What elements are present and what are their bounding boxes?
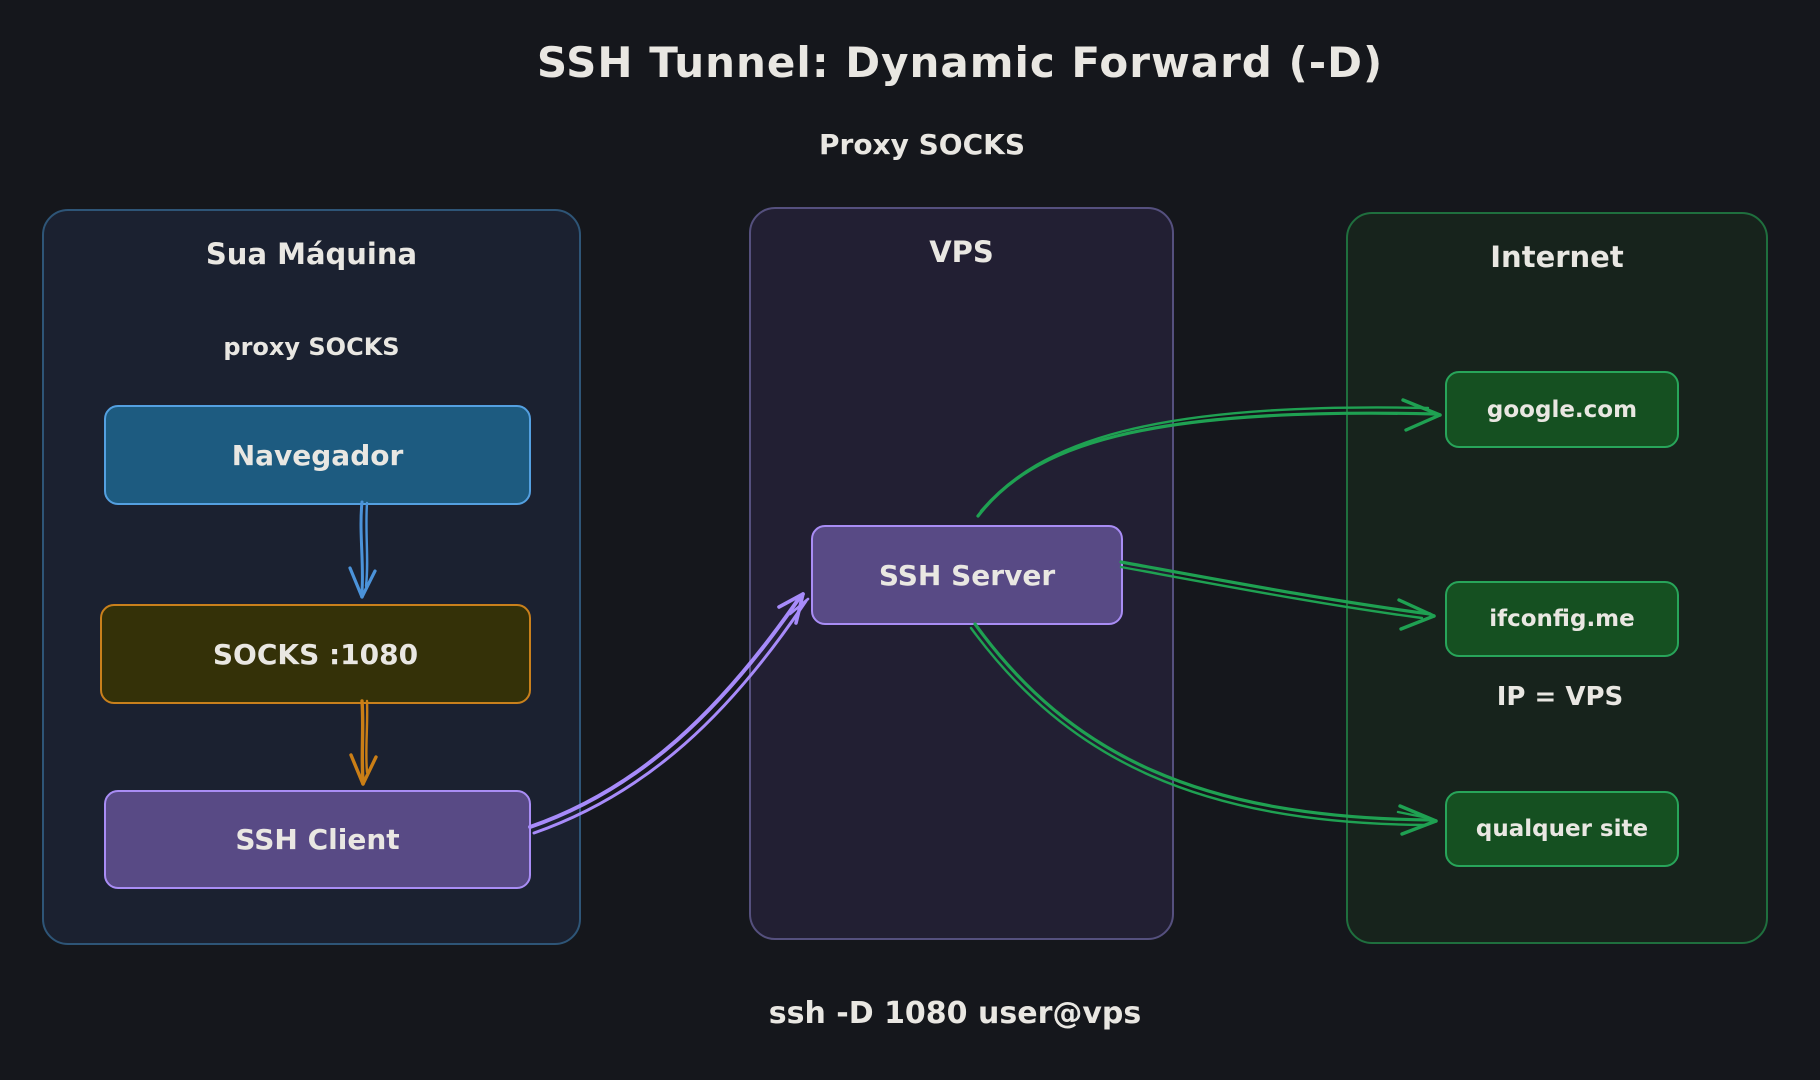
node-ssh-client-label: SSH Client (235, 823, 400, 856)
proxy-socks-sublabel: proxy SOCKS (223, 333, 400, 361)
node-navegador-label: Navegador (231, 438, 404, 472)
node-google: google.com (1445, 371, 1679, 448)
diagram-subtitle: Proxy SOCKS (818, 128, 1026, 161)
node-ssh-server-label: SSH Server (878, 558, 1056, 592)
node-qualquer-site-label: qualquer site (1475, 816, 1649, 842)
node-qualquer-site: qualquer site (1445, 791, 1679, 867)
container-internet: Internet google.com ifconfig.me IP = VPS… (1346, 212, 1768, 944)
container-sua-maquina: Sua Máquina proxy SOCKS Navegador SOCKS … (42, 209, 581, 945)
node-socks-1080-label: SOCKS :1080 (212, 637, 419, 671)
node-google-label: google.com (1486, 396, 1638, 423)
vps-label: VPS (929, 235, 994, 269)
sua-maquina-label: Sua Máquina (205, 237, 418, 271)
container-vps: VPS SSH Server (749, 207, 1174, 940)
internet-label: Internet (1490, 240, 1624, 274)
node-ssh-server: SSH Server (811, 525, 1123, 625)
node-ifconfig: ifconfig.me (1445, 581, 1679, 657)
node-ifconfig-label: ifconfig.me (1489, 606, 1635, 632)
node-socks-1080: SOCKS :1080 (100, 604, 531, 704)
ip-equals-vps-note: IP = VPS (1496, 682, 1624, 712)
diagram-title: SSH Tunnel: Dynamic Forward (-D) (536, 38, 1384, 87)
ssh-command-text: ssh -D 1080 user@vps (768, 996, 1142, 1031)
node-navegador: Navegador (104, 405, 531, 505)
node-ssh-client: SSH Client (104, 790, 531, 889)
